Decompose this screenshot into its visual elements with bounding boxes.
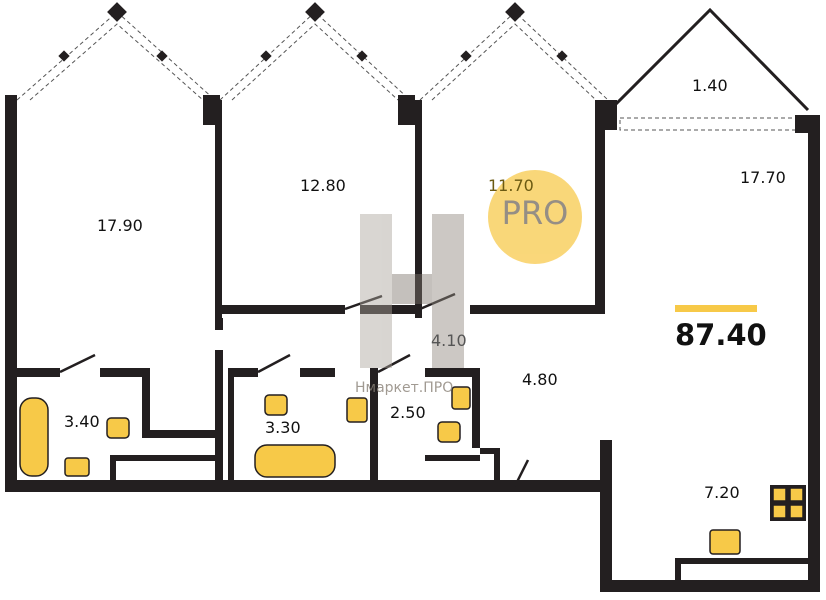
room-area-label: 7.20 <box>704 483 740 502</box>
watermark-logo <box>360 214 464 368</box>
toilet-icon <box>437 421 461 443</box>
room-area-label: 4.10 <box>431 331 467 350</box>
total-area: 87.40 <box>675 318 767 352</box>
room-area-label: 2.50 <box>390 403 426 422</box>
bay-windows <box>16 2 609 101</box>
balcony-outline <box>608 7 810 131</box>
sink-icon <box>64 457 90 477</box>
room-area-label: 1.40 <box>692 76 728 95</box>
sink-icon <box>346 397 368 423</box>
pro-badge: PRO <box>488 170 582 264</box>
doors <box>59 292 530 487</box>
room-area-label: 12.80 <box>300 176 346 195</box>
sink-icon <box>451 386 471 410</box>
watermark-text: Нмаркет.ПРО <box>355 380 454 396</box>
stove-icon <box>770 485 806 521</box>
fixtures <box>19 386 806 555</box>
room-area-label: 17.70 <box>740 168 786 187</box>
walls <box>5 95 820 592</box>
total-area-accent <box>675 305 757 312</box>
pro-badge-text: PRO <box>501 194 569 232</box>
room-area-label: 4.80 <box>522 370 558 389</box>
room-area-label: 17.90 <box>97 216 143 235</box>
room-area-label: 3.40 <box>64 412 100 431</box>
toilet-icon <box>106 417 130 439</box>
bathtub-icon <box>19 397 49 477</box>
bathtub-icon <box>254 444 336 478</box>
sink-icon <box>709 529 741 555</box>
room-area-label: 11.70 <box>488 176 534 195</box>
toilet-icon <box>264 394 288 416</box>
room-area-label: 3.30 <box>265 418 301 437</box>
